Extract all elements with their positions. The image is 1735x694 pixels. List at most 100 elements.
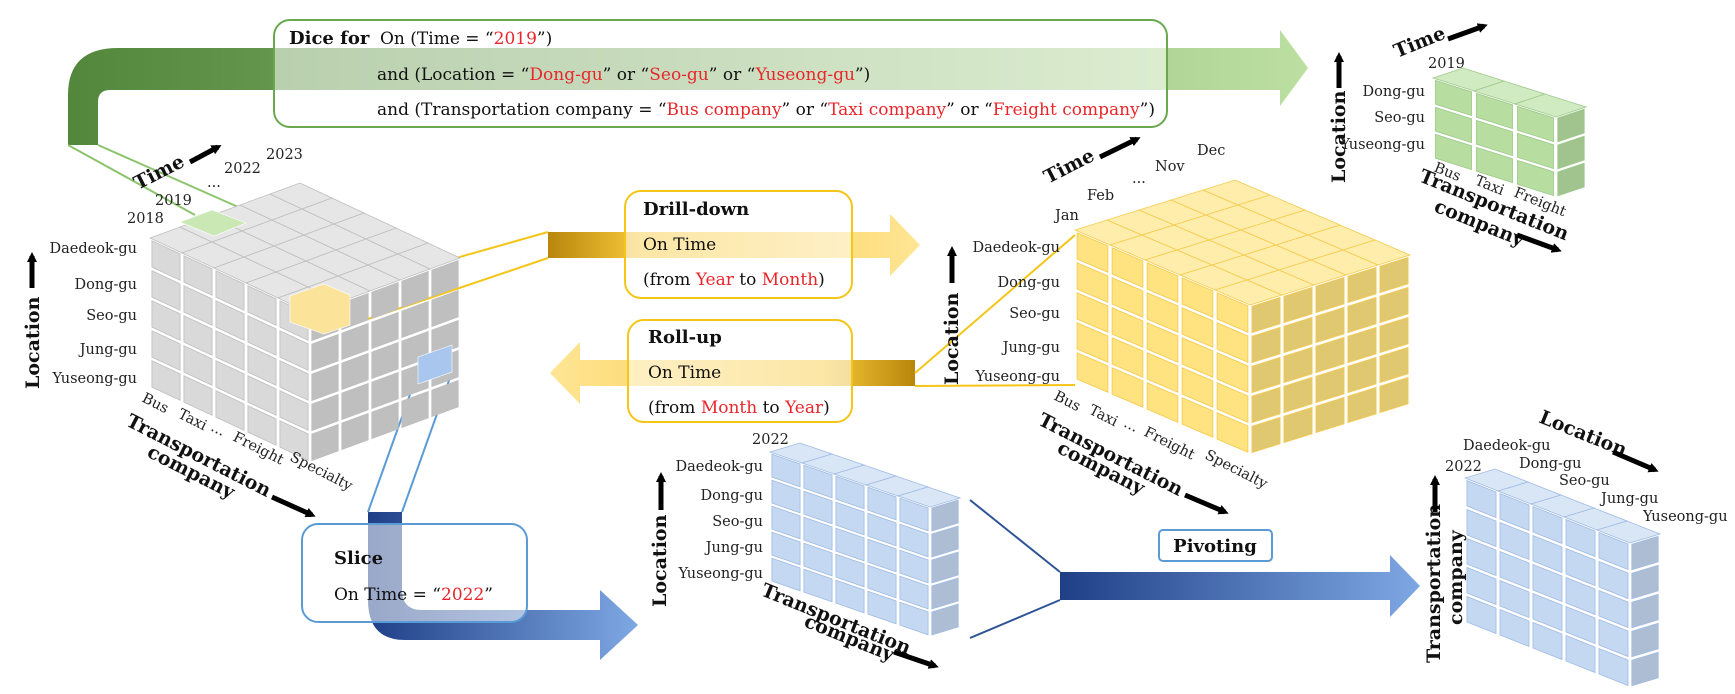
main-time-axis: Time xyxy=(130,151,188,195)
cube-side-cell xyxy=(1631,651,1659,687)
main-company-label-2: ... xyxy=(208,419,228,440)
cube-side-cell xyxy=(1283,406,1313,444)
cube-side-cell xyxy=(1283,346,1313,384)
cube-side-cell xyxy=(1347,296,1377,334)
cube-front-cell xyxy=(1466,508,1497,548)
slice-location-label-1: Dong-gu xyxy=(701,488,764,504)
cube-front-cell xyxy=(803,542,833,577)
dice-cube xyxy=(1431,67,1588,197)
main-location-label-3: Jung-gu xyxy=(78,342,137,358)
cube-side-cell xyxy=(401,300,429,339)
rollup-box: Roll-up On Time (from Month to Year) xyxy=(627,319,853,423)
slice-location-axis: Location xyxy=(649,514,671,607)
cube-front-cell xyxy=(803,516,833,551)
main-cube xyxy=(148,182,462,462)
month-location-label-2: Seo-gu xyxy=(1009,306,1060,322)
cube-side-cell xyxy=(931,551,959,584)
cube-side-cell xyxy=(431,289,459,328)
cube-front-cell xyxy=(1146,382,1179,423)
cube-front-cell xyxy=(1532,592,1563,632)
cube-front-cell xyxy=(1598,531,1629,571)
cube-front-cell xyxy=(835,553,865,588)
cube-side-cell xyxy=(1631,564,1659,600)
cube-front-cell xyxy=(1466,595,1497,635)
month-time-label-2: ... xyxy=(1132,171,1146,187)
cube-side-cell xyxy=(931,603,959,636)
cube-front-cell xyxy=(1466,537,1497,577)
cube-side-cell xyxy=(1347,386,1377,424)
cube-front-cell xyxy=(247,345,277,386)
cube-side-cell xyxy=(311,363,339,402)
cube-front-cell xyxy=(803,568,833,603)
month-time-label-1: Feb xyxy=(1087,188,1114,204)
cube-front-cell xyxy=(1476,92,1513,130)
cube-front-cell xyxy=(279,360,309,401)
cube-front-cell xyxy=(1146,352,1179,393)
dice-time-label: 2019 xyxy=(1428,56,1465,72)
cube-front-cell xyxy=(1598,589,1629,629)
cube-front-cell xyxy=(1565,605,1596,645)
cube-side-cell xyxy=(371,371,399,410)
cube-front-cell xyxy=(151,330,181,371)
cube-side-cell xyxy=(1631,535,1659,571)
cube-front-cell xyxy=(151,240,181,281)
cube-side-cell xyxy=(1379,346,1409,384)
cube-front-cell xyxy=(1111,307,1144,348)
cube-side-cell xyxy=(1557,135,1585,170)
dice-time-arrow xyxy=(1447,23,1488,42)
drilldown-highlight xyxy=(289,283,351,335)
cube-front-cell xyxy=(151,300,181,341)
cube-side-cell xyxy=(311,393,339,432)
month-company-label-2: ... xyxy=(1121,415,1141,436)
cube-front-cell xyxy=(1499,521,1530,561)
cube-front-cell xyxy=(183,285,213,326)
cube-front-cell xyxy=(183,315,213,356)
cube-front-cell xyxy=(1181,397,1214,438)
cube-side-cell xyxy=(341,412,369,451)
cube-front-cell xyxy=(215,270,245,311)
main-time-label-2: ... xyxy=(207,175,221,191)
cube-front-cell xyxy=(1532,505,1563,545)
cube-front-cell xyxy=(1146,292,1179,333)
cube-front-cell xyxy=(835,527,865,562)
cube-side-cell xyxy=(1315,276,1345,314)
month-company-arrow xyxy=(1184,492,1229,515)
cube-front-cell xyxy=(771,557,801,592)
cube-front-cell xyxy=(867,512,897,547)
cube-side-cell xyxy=(931,577,959,610)
cube-front-cell xyxy=(803,490,833,525)
cube-front-cell xyxy=(1466,566,1497,606)
pivot-location-label-4: Yuseong-gu xyxy=(1642,509,1728,525)
pivot-connector-lines xyxy=(969,499,1061,639)
dice-box: Dice for On (Time = “2019”) and (Locatio… xyxy=(273,19,1168,128)
month-time-label-3: Nov xyxy=(1155,159,1185,175)
cube-front-cell xyxy=(183,375,213,416)
cube-front-cell xyxy=(1216,322,1249,363)
cube-side-cell xyxy=(1251,386,1281,424)
cube-front-cell xyxy=(1598,647,1629,687)
cube-front-cell xyxy=(151,270,181,311)
cube-front-cell xyxy=(1532,621,1563,661)
cube-front-cell xyxy=(867,564,897,599)
dice-cube-labels: Time 2019 Location Dong-gu Seo-gu Yuseon… xyxy=(1328,22,1572,253)
dice-location-label-1: Seo-gu xyxy=(1374,110,1425,126)
cube-front-cell xyxy=(899,523,929,558)
cube-front-cell xyxy=(1076,232,1109,273)
cube-side-cell xyxy=(1631,593,1659,629)
cube-front-cell xyxy=(1517,132,1554,170)
dice-line-2: and (Location = “Dong-gu” or “Seo-gu” or… xyxy=(377,65,870,85)
cube-front-cell xyxy=(867,590,897,625)
dice-location-axis: Location xyxy=(1328,90,1350,183)
cube-front-cell xyxy=(1565,547,1596,587)
cube-front-cell xyxy=(1532,563,1563,603)
pivot-cube xyxy=(1463,468,1662,687)
cube-side-cell xyxy=(1251,356,1281,394)
cube-front-cell xyxy=(151,360,181,401)
cube-front-cell xyxy=(279,390,309,431)
cube-front-cell xyxy=(215,390,245,431)
month-location-label-3: Jung-gu xyxy=(1001,340,1060,356)
month-location-axis: Location xyxy=(941,292,963,385)
slice-location-label-2: Seo-gu xyxy=(712,514,763,530)
